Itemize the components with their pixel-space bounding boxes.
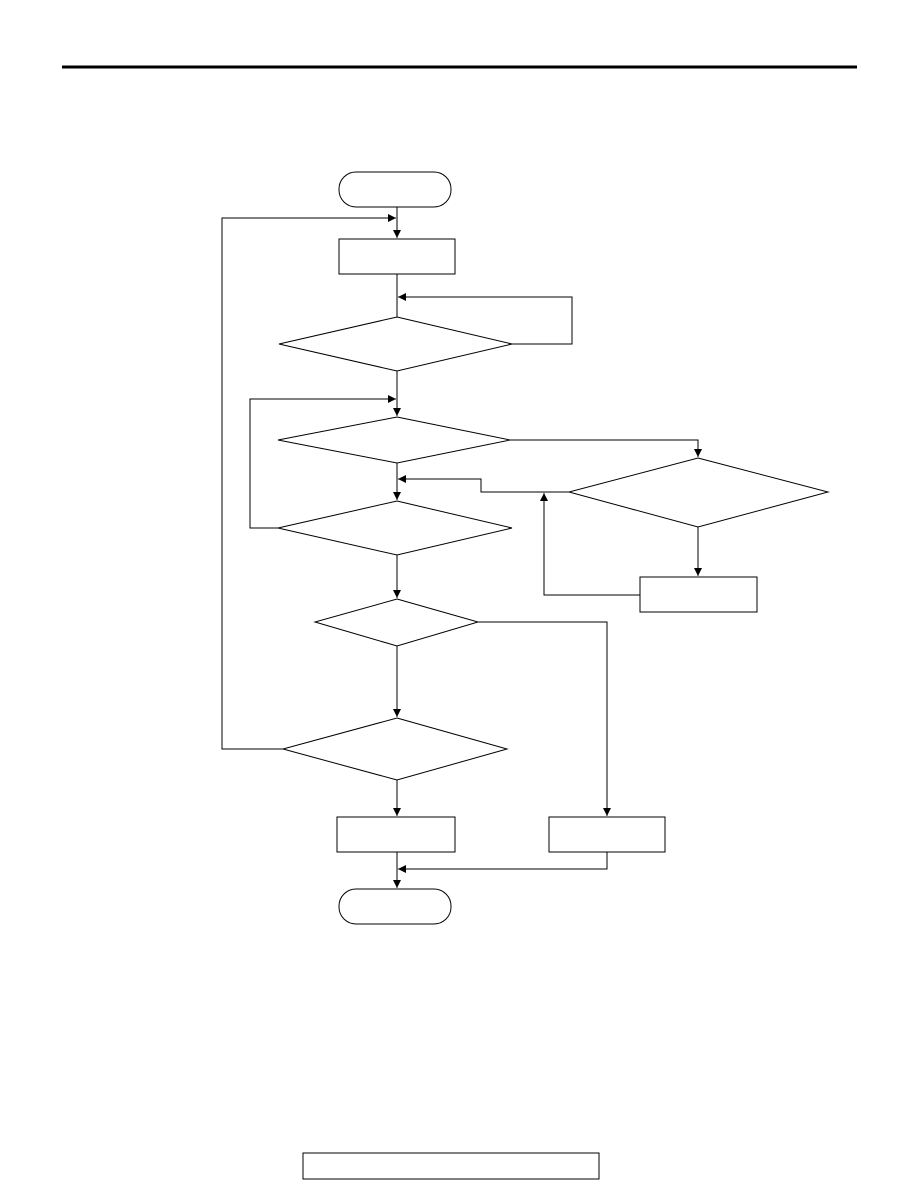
connector-decision5-loop: [221, 214, 396, 750]
decision-diamond-2: [277, 416, 511, 464]
decision-diamond-3: [277, 500, 513, 556]
connector-decision3-loop: [249, 395, 396, 529]
connector-decision2-to-right: [510, 439, 702, 457]
decision-diamond-5: [281, 717, 509, 781]
footer-box: [302, 1152, 600, 1180]
decision-diamond-right: [567, 457, 830, 528]
process-box-end-right: [548, 816, 666, 853]
start-terminator: [338, 171, 452, 208]
decision-diamond-1: [278, 316, 513, 372]
process-box-right: [639, 576, 758, 613]
end-terminator: [338, 888, 452, 925]
connector-decision1-loop: [398, 293, 573, 345]
connector-end-right-to-end: [398, 852, 608, 873]
connector-process-right-loop: [540, 493, 640, 596]
connector-decision4-to-end-right: [478, 621, 611, 816]
decision-diamond-4: [313, 598, 480, 647]
process-box-end-left: [336, 816, 456, 853]
process-box-1: [338, 238, 456, 275]
connector-right-to-main: [398, 475, 569, 493]
